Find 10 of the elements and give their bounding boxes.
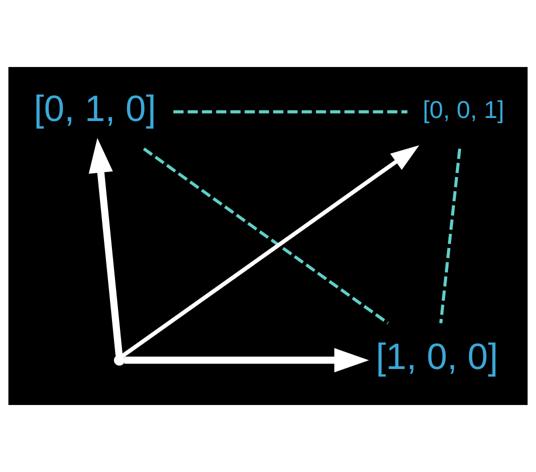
node-text: [1, 0, 0] [376,336,498,378]
arrow [124,348,369,372]
connector [142,148,389,324]
arrow [88,138,123,356]
connector [439,148,462,324]
connector [173,110,408,114]
arrow [121,145,420,358]
node-point [114,354,125,366]
node-text: [0, 1, 0] [34,88,156,129]
node-text: [0, 0, 1] [422,97,504,124]
